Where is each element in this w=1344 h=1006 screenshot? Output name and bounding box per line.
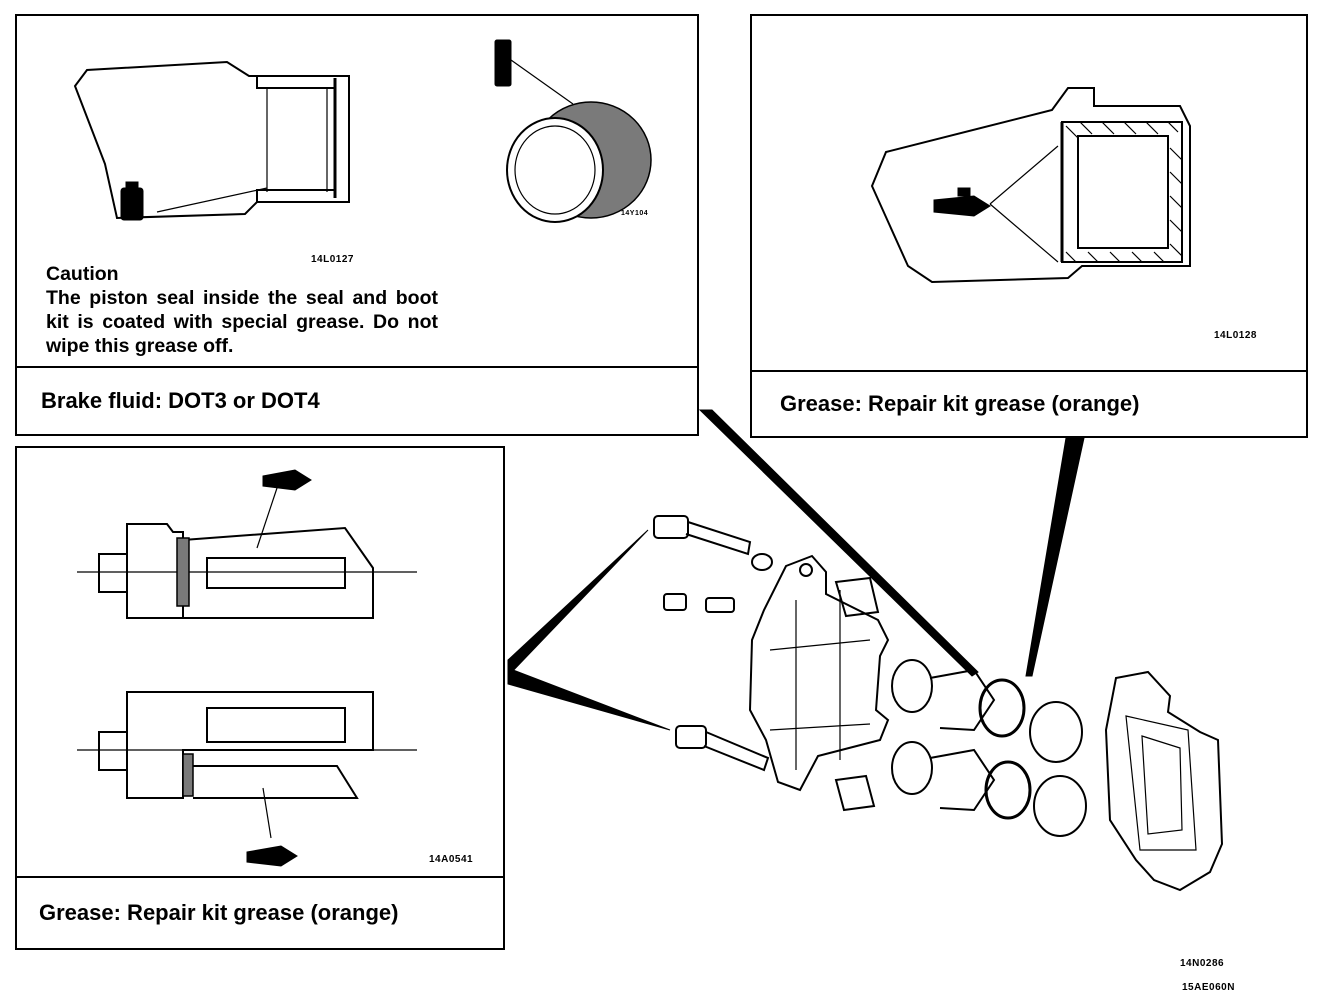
- caution-note: Caution The piston seal inside the seal …: [46, 262, 438, 358]
- brake-fluid-bottle-icon: [120, 181, 144, 221]
- leader-wedge-top-right: [1025, 437, 1085, 677]
- leader-wedge-top-left: [698, 409, 979, 677]
- pistons: [929, 668, 996, 812]
- grease-top-right-caption: Grease: Repair kit grease (orange): [752, 370, 1306, 436]
- piston-drawing: [494, 39, 652, 223]
- caliper-seal-drawing: [870, 87, 1191, 284]
- grease-tube-icon: [933, 187, 991, 217]
- guide-pin-drawing-upper: [77, 469, 417, 619]
- code-14l0127: 14L0127: [311, 254, 354, 265]
- guide-bolt-lower: [675, 725, 770, 772]
- code-14n0286: 14N0286: [1180, 958, 1225, 969]
- brake-fluid-caption: Brake fluid: DOT3 or DOT4: [17, 366, 697, 434]
- code-14l0128: 14L0128: [1214, 330, 1257, 341]
- piston-seals: [891, 659, 933, 795]
- caution-text: The piston seal inside the seal and boot…: [46, 287, 438, 357]
- grease-left-caption: Grease: Repair kit grease (orange): [17, 876, 503, 948]
- caution-title: Caution: [46, 263, 119, 285]
- leader-wedge-left-lower: [507, 667, 671, 731]
- piston-seal-drawing: [73, 60, 350, 220]
- caliper-support: [1104, 670, 1224, 892]
- dust-boot-upper: [834, 576, 880, 618]
- leader-wedge-left-upper: [507, 529, 649, 678]
- brake-fluid-panel: 14L0127 14Y104 Caution The piston seal i…: [15, 14, 699, 436]
- caliper-body: [748, 554, 890, 792]
- guide-pin-small-parts: [663, 553, 773, 613]
- grease-top-right-panel: 14L0128 Grease: Repair kit grease (orang…: [750, 14, 1308, 438]
- dust-boot-lower: [834, 774, 876, 812]
- guide-bolt-upper: [653, 515, 752, 556]
- guide-pin-drawing-lower: [77, 691, 417, 867]
- code-14y104: 14Y104: [621, 210, 649, 217]
- code-15ae060n: 15AE060N: [1182, 982, 1235, 993]
- piston-boots: [978, 678, 1087, 837]
- grease-left-panel: 14A0541 Grease: Repair kit grease (orang…: [15, 446, 505, 950]
- code-14a0541: 14A0541: [429, 854, 474, 865]
- caliper-exploded-view: [653, 515, 1224, 892]
